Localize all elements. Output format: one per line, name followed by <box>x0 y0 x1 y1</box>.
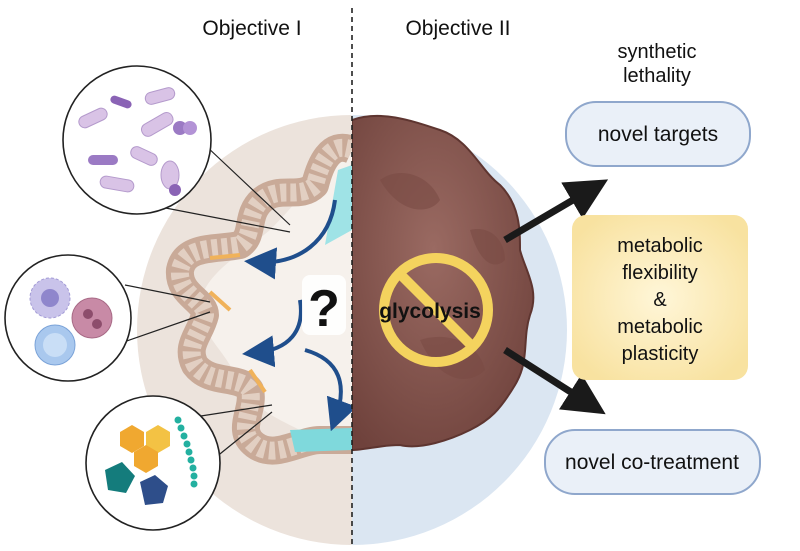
question-mark: ? <box>308 280 340 338</box>
tumor-lobe-1 <box>380 172 440 210</box>
orange-border-1 <box>209 253 241 260</box>
lethality-label: lethality <box>623 65 691 87</box>
bacteria-icon <box>78 87 197 196</box>
immune-cells-callout <box>4 254 211 382</box>
tumor-lobe-3 <box>470 229 505 265</box>
novel-targets-box: novel targets <box>565 101 751 167</box>
orange-border-3 <box>248 368 267 394</box>
flex-line-1: metabolic <box>617 235 703 257</box>
metabolites-callout <box>85 395 273 531</box>
novel-cotreatment-box: novel co-treatment <box>544 429 761 495</box>
flex-line-3: & <box>653 289 667 311</box>
cyan-cells-top <box>325 165 352 245</box>
synthetic-label: synthetic <box>618 41 697 63</box>
objective-2-label: Objective II <box>405 17 510 40</box>
epithelium-inner-line <box>171 138 352 460</box>
glycolysis-label: glycolysis <box>379 300 481 323</box>
blue-arrow-3 <box>304 348 352 432</box>
bacteria-callout <box>62 65 291 233</box>
cyan-cells-bottom <box>290 428 352 452</box>
arrow-to-targets <box>503 179 609 244</box>
novel-targets-label: novel targets <box>598 123 718 146</box>
prohibited-icon <box>379 253 493 367</box>
flexibility-box: metabolic flexibility & metabolic plasti… <box>572 215 748 380</box>
flex-line-5: plasticity <box>622 343 699 365</box>
immune-cells-icon <box>29 277 113 366</box>
tumor-mass <box>352 114 535 452</box>
orange-border-2 <box>208 290 232 312</box>
blue-arrow-1 <box>244 199 337 280</box>
novel-cotreatment-label: novel co-treatment <box>565 451 739 474</box>
flex-line-2: flexibility <box>622 262 698 284</box>
objective-1-label: Objective I <box>202 17 301 40</box>
flex-line-4: metabolic <box>617 316 703 338</box>
blue-arrow-2 <box>242 299 303 368</box>
arrow-to-cotreatment <box>503 347 606 415</box>
metabolites-icon <box>105 416 198 505</box>
question-card <box>302 275 346 335</box>
gut-lumen <box>199 150 352 440</box>
